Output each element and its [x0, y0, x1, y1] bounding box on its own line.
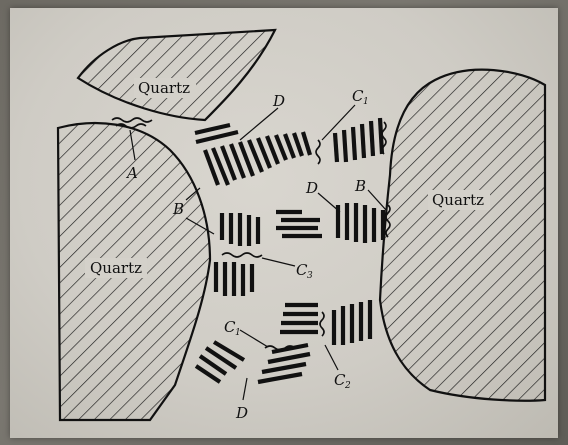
quartz-label-top: Quartz	[138, 79, 190, 97]
quartz-grain-right	[380, 70, 545, 401]
quartz-label-right: Quartz	[432, 191, 484, 209]
arrow-b2	[368, 190, 386, 210]
arrow-d1	[240, 108, 278, 140]
quartz-label-left: Quartz	[90, 259, 142, 277]
arrow-c3	[262, 258, 295, 266]
label-a: A	[125, 164, 138, 182]
clay-platelet	[276, 135, 286, 160]
clay-platelet	[353, 127, 355, 160]
clay-platelet	[344, 130, 346, 162]
clay-platelet	[362, 124, 364, 158]
clay-platelet	[371, 121, 373, 156]
label-b-right: B	[354, 177, 366, 195]
label-d-bottom: D	[235, 404, 248, 422]
clay-platelet	[262, 364, 306, 372]
label-b-left: B	[172, 200, 184, 218]
clay-platelet	[196, 132, 238, 142]
label-c1-bottom-sub: 1	[235, 328, 241, 338]
label-d-top: D	[272, 92, 285, 110]
arrow-c2	[325, 345, 338, 370]
clay-platelet	[258, 374, 302, 382]
clay-platelet	[335, 133, 337, 162]
wavy-connector-c1-top	[316, 140, 320, 164]
label-d-centre: D	[305, 179, 318, 197]
clay-platelet	[285, 134, 294, 158]
wavy-connector-c2	[320, 312, 324, 336]
wavy-connector-c3	[222, 253, 262, 257]
clay-platelet	[294, 133, 302, 156]
clay-platelet	[195, 125, 230, 133]
quartz-grain-top	[78, 30, 275, 120]
clay-platelet	[268, 354, 310, 362]
clay-platelets	[195, 118, 383, 382]
arrow-c1-top	[322, 105, 355, 140]
arrow-c1-bottom	[240, 330, 268, 347]
label-c1-top-sub: 1	[363, 97, 369, 107]
arrow-d2	[318, 193, 340, 212]
clay-platelet	[303, 132, 310, 155]
label-c2-sub: 2	[344, 381, 351, 391]
label-c3-sub: 3	[307, 271, 313, 281]
wavy-connector-a	[112, 118, 152, 122]
arrow-d3	[243, 378, 247, 400]
